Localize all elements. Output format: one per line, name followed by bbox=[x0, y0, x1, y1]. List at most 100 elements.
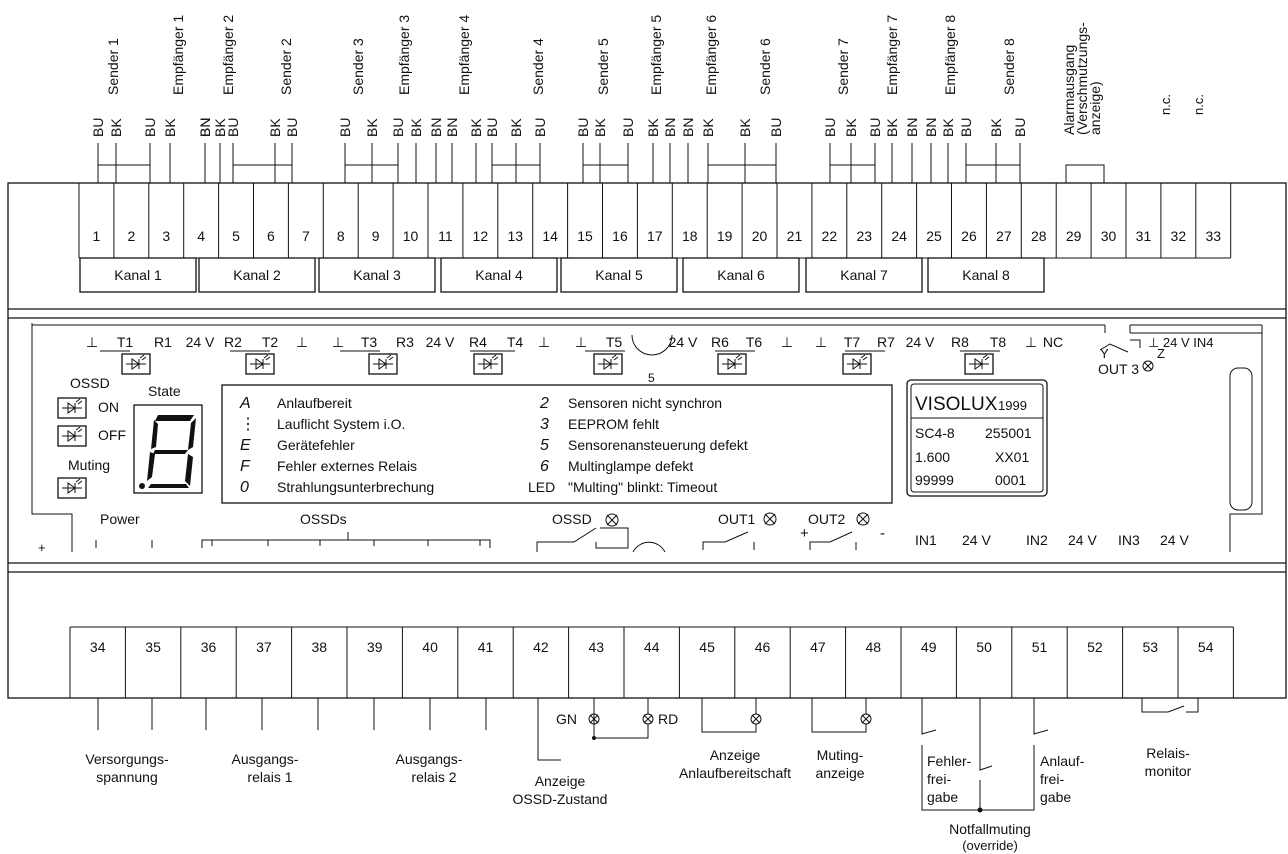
ossd-label: OSSD bbox=[70, 375, 110, 391]
sensor-label: Empfänger 1 bbox=[170, 15, 186, 95]
terminal-number: 17 bbox=[647, 228, 663, 244]
wire-color-label: BU bbox=[532, 118, 548, 137]
optocoupler-icon bbox=[964, 353, 994, 375]
ossd-off-led-icon bbox=[57, 425, 87, 447]
sensor-label: Empfänger 2 bbox=[220, 15, 236, 95]
in1-24v-label: 24 V bbox=[962, 532, 991, 548]
fehlerfreigabe-label: Fehler- bbox=[927, 753, 972, 769]
versorgung-label-2: spannung bbox=[96, 769, 158, 785]
terminal-number: 28 bbox=[1031, 228, 1047, 244]
override-label: (override) bbox=[962, 838, 1018, 853]
terminal-number: 25 bbox=[926, 228, 942, 244]
optocoupler-icon bbox=[473, 353, 503, 375]
pcb-pin-label: ⊥ bbox=[575, 334, 587, 350]
terminal-number: 13 bbox=[507, 228, 523, 244]
state-description: "Multing" blinkt: Timeout bbox=[568, 479, 717, 495]
bottom-wiring bbox=[97, 698, 1199, 813]
terminal-number: 45 bbox=[699, 639, 715, 655]
pcb-five-label: 5 bbox=[648, 371, 655, 385]
state-description: Lauflicht System i.O. bbox=[277, 416, 405, 432]
wire-color-label: BU bbox=[484, 118, 500, 137]
optocoupler-icon bbox=[593, 353, 623, 375]
terminal-number: 24 bbox=[891, 228, 907, 244]
terminal-number: 7 bbox=[302, 228, 310, 244]
channel-label: Kanal 4 bbox=[475, 267, 523, 283]
wire-color-label: BK bbox=[988, 118, 1004, 137]
channel-label: Kanal 8 bbox=[962, 267, 1010, 283]
in3-label: IN3 bbox=[1118, 532, 1140, 548]
pcb-pin-label: R6 bbox=[711, 334, 729, 350]
sensor-label: Sender 5 bbox=[595, 38, 611, 95]
wire-color-label: BN bbox=[428, 118, 444, 137]
nameplate: VISOLUX 1999 SC4-8 255001 1.600 XX01 999… bbox=[906, 379, 1048, 497]
pcb-pin-label: R8 bbox=[951, 334, 969, 350]
off-label: OFF bbox=[98, 427, 126, 443]
pcb-bottom: OSSDs OSSD OUT1 OUT2 + - IN1 24 V IN2 24… bbox=[201, 511, 1189, 552]
wire-color-label: BU bbox=[284, 118, 300, 137]
terminal-number: 33 bbox=[1205, 228, 1221, 244]
terminal-number: 26 bbox=[961, 228, 977, 244]
ossd-output-label: OSSD bbox=[552, 511, 592, 527]
terminal-number: 14 bbox=[542, 228, 558, 244]
terminal-number: 38 bbox=[312, 639, 328, 655]
terminal-number: 34 bbox=[90, 639, 106, 655]
alarm-label: anzeige) bbox=[1087, 81, 1103, 135]
power-label: Power bbox=[100, 511, 140, 527]
pcb-pin-label: R7 bbox=[877, 334, 895, 350]
state-description: Sensorenansteuerung defekt bbox=[568, 437, 748, 453]
fehlerfreigabe-label-3: gabe bbox=[927, 789, 958, 805]
pcb-pin-label: ⊥ bbox=[332, 334, 344, 350]
wire-color-label: BU bbox=[90, 118, 106, 137]
terminal-number: 50 bbox=[976, 639, 992, 655]
optocoupler-icon bbox=[121, 353, 151, 375]
gn-label: GN bbox=[556, 711, 577, 727]
anlauffreigabe-label-3: gabe bbox=[1040, 789, 1071, 805]
fehlerfreigabe-label-2: frei- bbox=[927, 771, 951, 787]
in2-label: IN2 bbox=[1026, 532, 1048, 548]
status-panel: OSSD ON OFF Muting State Power + bbox=[38, 375, 893, 555]
z-label: Z bbox=[1157, 346, 1165, 361]
state-code: 2 bbox=[539, 395, 549, 412]
sensor-label: Empfänger 5 bbox=[648, 15, 664, 95]
wire-color-label: BK bbox=[408, 118, 424, 137]
wire-color-label: BK bbox=[737, 118, 753, 137]
alarm-output-label: Alarmausgang(Verschmutzungs-anzeige)n.c.… bbox=[1061, 22, 1206, 135]
batch-label: 0001 bbox=[995, 472, 1026, 488]
pcb-pin-label: R4 bbox=[469, 334, 487, 350]
state-code: 6 bbox=[540, 458, 549, 475]
state-description: EEPROM fehlt bbox=[568, 416, 659, 432]
terminal-number: 6 bbox=[267, 228, 275, 244]
terminal-number: 30 bbox=[1101, 228, 1117, 244]
relaismonitor-label-2: monitor bbox=[1145, 763, 1192, 779]
terminal-number: 22 bbox=[822, 228, 838, 244]
pcb-pin-label: T7 bbox=[844, 334, 861, 350]
optocoupler-icon bbox=[368, 353, 398, 375]
anlaufbereitschaft-label-2: Anlaufbereitschaft bbox=[679, 765, 791, 781]
pcb-pin-label: 24 V bbox=[186, 334, 215, 350]
sensor-label: Empfänger 8 bbox=[942, 15, 958, 95]
y-label: Y bbox=[1100, 346, 1109, 361]
version-label: 1.600 bbox=[915, 449, 950, 465]
optocoupler-icon bbox=[717, 353, 747, 375]
wire-color-label: BN bbox=[904, 118, 920, 137]
muting-label: Muting bbox=[68, 457, 110, 473]
terminal-number: 11 bbox=[438, 228, 453, 244]
notfall-label: Notfallmuting bbox=[949, 821, 1031, 837]
terminal-number: 15 bbox=[577, 228, 593, 244]
serial-label: 99999 bbox=[915, 472, 954, 488]
terminal-number: 35 bbox=[145, 639, 161, 655]
nc-label: n.c. bbox=[1158, 94, 1173, 115]
wire-color-label: BK bbox=[212, 118, 228, 137]
pcb-pin-label: T4 bbox=[507, 334, 524, 350]
terminal-number: 49 bbox=[921, 639, 937, 655]
rd-label: RD bbox=[658, 711, 678, 727]
terminal-number: 21 bbox=[787, 228, 803, 244]
pcb-pin-label: ⊥ bbox=[815, 334, 827, 350]
terminal-number: 4 bbox=[197, 228, 205, 244]
state-label: State bbox=[148, 383, 181, 399]
state-description: Sensoren nicht synchron bbox=[568, 395, 722, 411]
wire-color-label: BK bbox=[468, 118, 484, 137]
